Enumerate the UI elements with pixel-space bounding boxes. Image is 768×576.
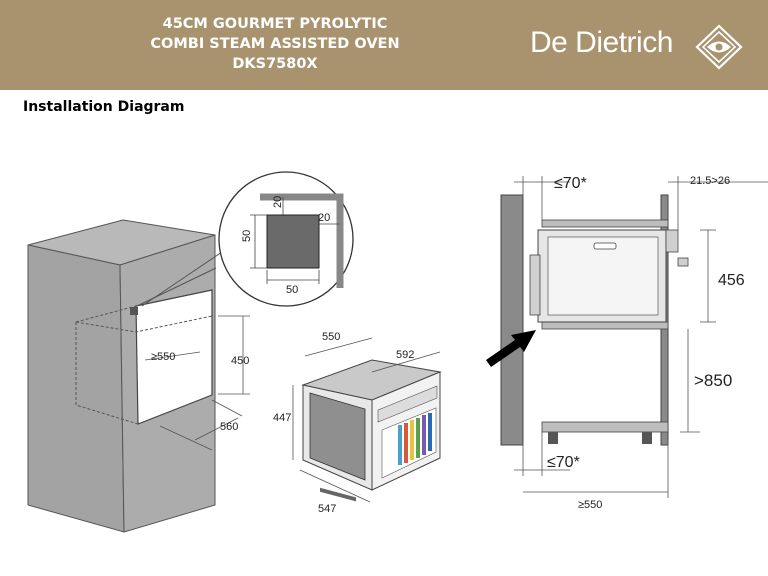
vent-inset-circle: 20 20 50 50 [218, 171, 354, 307]
product-title: 45CM GOURMET PYROLYTIC COMBI STEAM ASSIS… [95, 14, 455, 74]
oven-depth-top-label: 550 [322, 331, 340, 343]
side-view-drawing: ≤70* 21.5>26 456 >850 ≤70* ≥550 [486, 175, 768, 511]
brand-name: De Dietrich [530, 26, 673, 59]
side-oven-height-label: 456 [718, 272, 745, 289]
oven-perspective-drawing: 550 592 447 547 [273, 331, 442, 515]
page-subtitle: Installation Diagram [23, 99, 185, 115]
inset-right-label: 20 [318, 212, 330, 224]
cabinet-drawing: 450 ≥550 560 [27, 219, 250, 533]
oven-width-top-label: 592 [396, 349, 414, 361]
installation-diagram: 450 ≥550 560 20 20 50 50 [27, 171, 768, 533]
cabinet-width-label: ≥550 [151, 351, 175, 363]
side-lower-height-label: >850 [694, 371, 732, 390]
inset-left-label: 50 [241, 230, 253, 242]
oven-height-label: 447 [273, 412, 291, 424]
side-bottom-width-label: ≥550 [578, 499, 602, 511]
diamond-logo-icon [695, 24, 743, 70]
oven-depth-bottom-label: 547 [318, 503, 336, 515]
side-top-gap-label: ≤70* [554, 175, 587, 192]
title-line-2: COMBI STEAM ASSISTED OVEN [150, 36, 400, 52]
header-banner: 45CM GOURMET PYROLYTIC COMBI STEAM ASSIS… [0, 0, 768, 90]
cabinet-height-label: 450 [231, 355, 249, 367]
side-top-right-label: 21.5>26 [690, 175, 730, 187]
inset-bottom-label: 50 [286, 284, 298, 296]
title-line-1: 45CM GOURMET PYROLYTIC [162, 16, 388, 32]
cabinet-depth-label: 560 [220, 421, 238, 433]
inset-top-label: 20 [272, 196, 284, 208]
title-line-3: DKS7580X [232, 56, 318, 72]
side-bottom-gap-label: ≤70* [547, 454, 580, 471]
